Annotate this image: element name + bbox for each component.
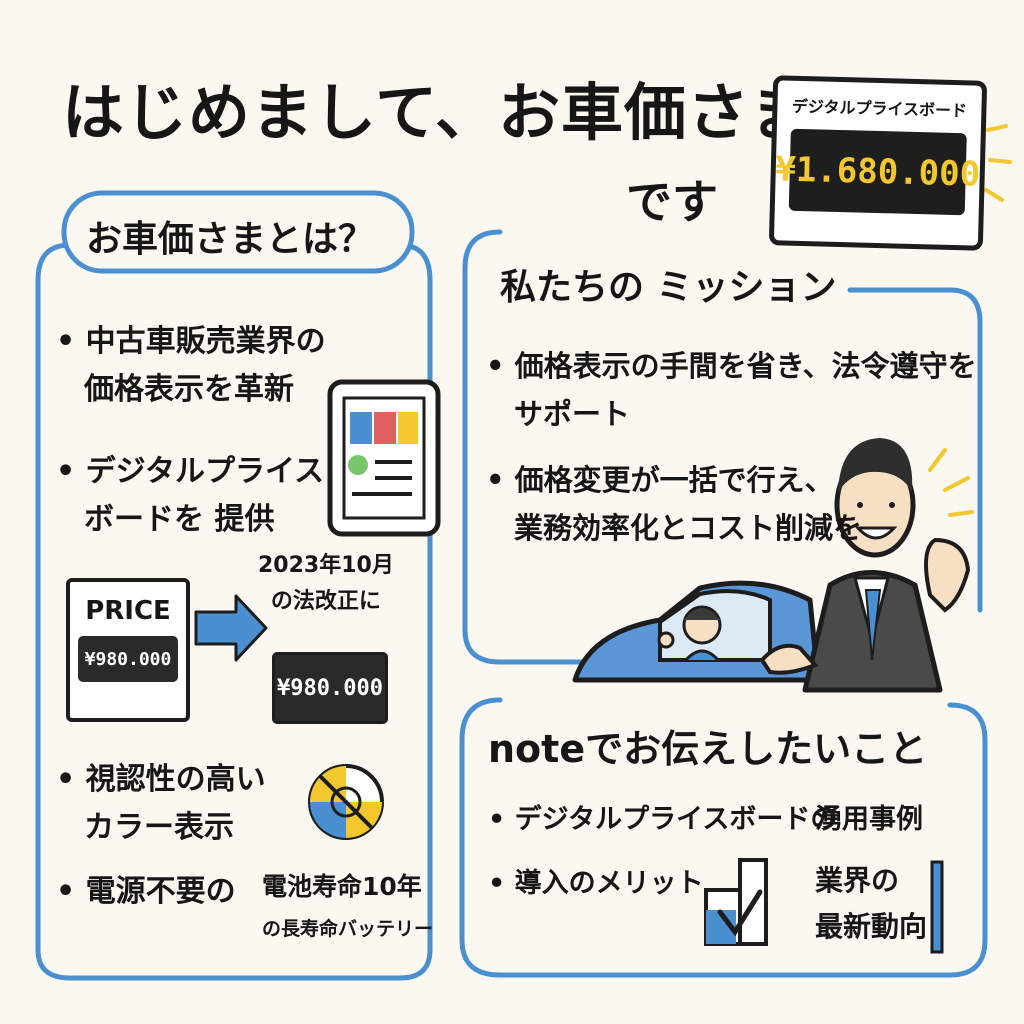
about-bullet-1: • 中古車販売業界の 価格表示を革新 — [56, 318, 326, 414]
note-heading: noteでお伝えしたいこと — [488, 727, 928, 771]
price-board-label: デジタルプライスボード — [791, 96, 968, 121]
bullet-text: 価格表示の手間を省き、法令遵守を — [514, 349, 977, 383]
battery-line-2: の長寿命バッテリー — [262, 918, 434, 940]
page-title: はじめまして、お車価さま — [62, 76, 814, 149]
tablet-illustration — [327, 379, 441, 537]
mission-bullet-2: • 価格変更が一括で行え、 業務効率化とコスト削減を — [486, 456, 862, 552]
trend-line-1: 業界の — [815, 864, 900, 897]
digital-price-board: デジタルプライスボード ¥1.680.000 — [768, 75, 988, 251]
note-right-1: 湧用事例 — [815, 804, 923, 835]
mission-bullet-1: • 価格表示の手間を省き、法令遵守を サポート — [486, 342, 977, 438]
old-price-sign: PRICE ¥980.000 — [66, 578, 190, 722]
battery-line-1: 電池寿命10年 — [262, 872, 422, 901]
bar-icon — [930, 860, 944, 954]
page-title-suffix: です — [626, 175, 718, 229]
bullet-text: デジタルプライス — [85, 454, 325, 489]
old-sign-price: ¥980.000 — [78, 636, 178, 682]
bullet-text: 価格表示を革新 — [84, 372, 294, 407]
bullet-text: 価格変更が一括で行え、 — [514, 463, 834, 497]
note-right-2: 業界の 最新動向 — [815, 858, 927, 950]
note-item-2: • 導入のメリット — [488, 868, 704, 899]
about-bullet-3: • 視認性の高い カラー表示 — [56, 756, 266, 852]
about-heading: お車価さまとは？ — [86, 219, 375, 260]
about-bullet-2: • デジタルプライス ボードを 提供 — [56, 448, 324, 544]
price-board-price: ¥1.680.000 — [775, 128, 981, 216]
mission-heading: 私たちの ミッション — [500, 267, 837, 308]
law-line-2: の法改正に — [270, 589, 381, 614]
checkbox-check-icon — [704, 858, 768, 946]
law-revision-note: 2023年10月 の法改正に — [258, 548, 394, 620]
bullet-text: 視認性の高い — [85, 762, 266, 797]
arrow-right-icon — [194, 594, 268, 662]
bullet-text: 業務効率化とコスト削減を — [514, 511, 863, 545]
bullet-text: ボードを 提供 — [84, 502, 275, 537]
old-sign-label: PRICE — [85, 596, 171, 626]
battery-pie-icon — [308, 764, 384, 840]
bullet-text: カラー表示 — [84, 810, 234, 845]
bullet-text: デジタルプライスボードの — [514, 804, 838, 835]
new-price-sign: ¥980.000 — [272, 652, 388, 724]
bullet-text: サポート — [514, 397, 631, 431]
battery-note: 電池寿命10年 の長寿命バッテリー — [262, 866, 433, 950]
trend-line-2: 最新動向 — [815, 910, 928, 943]
bullet-text: 電源不要の — [85, 874, 236, 909]
law-line-1: 2023年10月 — [258, 553, 394, 578]
bullet-text: 導入のメリット — [514, 868, 704, 899]
note-item-1: • デジタルプライスボードの — [488, 804, 838, 835]
car-illustration — [572, 580, 821, 683]
about-bullet-4: • 電源不要の — [56, 874, 236, 909]
bullet-text: 中古車販売業界の — [85, 324, 326, 359]
businessman-illustration — [759, 438, 971, 693]
